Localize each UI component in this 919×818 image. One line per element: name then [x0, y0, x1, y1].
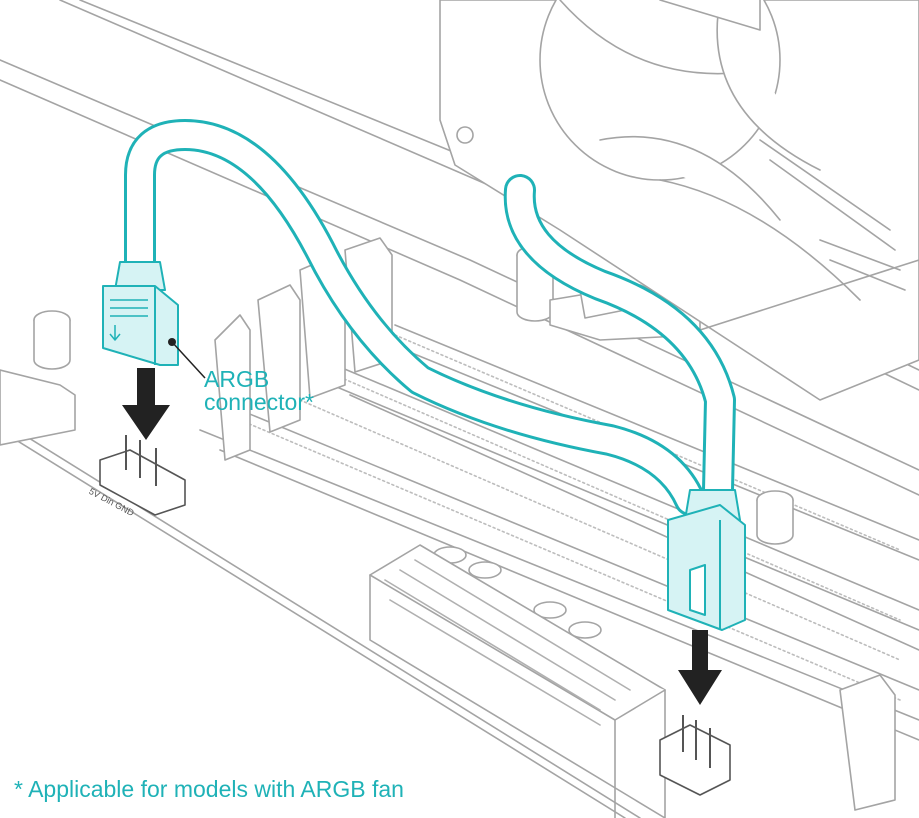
callout-leader: [171, 341, 206, 379]
header-pins: [125, 435, 711, 768]
argb-connector-callout: ARGB connector*: [204, 368, 314, 414]
argb-connector: [102, 261, 179, 366]
callout-line-2: connector*: [204, 389, 314, 415]
cpu-cooler: [439, 0, 919, 401]
footnote: * Applicable for models with ARGB fan: [14, 776, 404, 802]
down-arrow-icon: [678, 630, 722, 705]
down-arrow-icon: [122, 368, 170, 440]
callout-dot: [168, 338, 176, 346]
power-connector: [369, 544, 666, 818]
fan-connector: [667, 489, 746, 631]
argb-cable: [124, 119, 736, 516]
callout-line-1: ARGB: [204, 366, 270, 392]
power-connector-pins: [384, 559, 631, 726]
